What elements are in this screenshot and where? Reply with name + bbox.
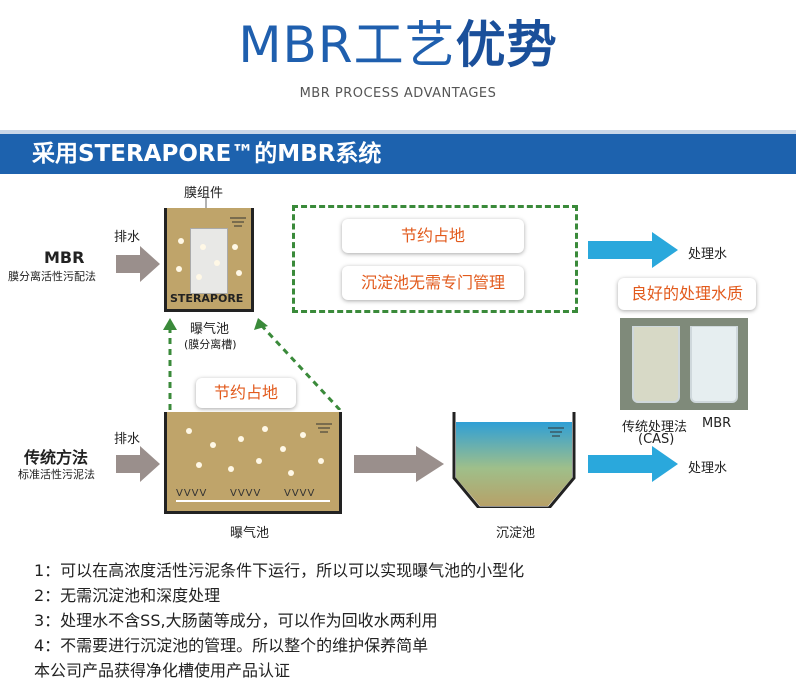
mbr-sublabel: 膜分离活性污配法 (8, 268, 96, 284)
bubble (300, 432, 306, 438)
traditional-label: 传统方法 (24, 444, 88, 468)
mbr-beaker-label: MBR (702, 416, 731, 431)
advantage-item: 1：可以在高浓度活性污泥条件下运行，所以可以实现曝气池的小型化 (34, 558, 524, 583)
traditional-sublabel: 标准活性污泥法 (18, 466, 95, 482)
bubble (200, 244, 206, 250)
bubble (196, 462, 202, 468)
discharge-label-top: 排水 (114, 226, 140, 245)
bubble (262, 426, 268, 432)
aeration-tank-bottom-label: 曝气池 (230, 522, 269, 541)
page-title: MBR工艺优势 (0, 10, 796, 80)
bubble (280, 446, 286, 452)
section-header: 采用STERAPORE™的MBR系统 (0, 134, 796, 174)
save-land-middle-badge: 节约占地 (196, 378, 296, 408)
save-land-badge: 节约占地 (342, 219, 524, 253)
diffusers: VVVV VVVV VVVV (176, 488, 330, 502)
treated-water-arrow-bottom (588, 446, 678, 482)
mbr-beaker (690, 326, 738, 403)
certification-note: 本公司产品获得净化槽使用产品认证 (34, 658, 524, 683)
title-prefix: MBR工艺 (238, 16, 455, 74)
bubble (228, 466, 234, 472)
mbr-water-level-icon (226, 214, 250, 228)
treated-water-arrow-top (588, 232, 678, 268)
mbr-label: MBR (44, 248, 84, 267)
treated-water-label-top: 处理水 (688, 243, 727, 262)
bubble (238, 436, 244, 442)
sterapore-label: STERAPORE (170, 292, 243, 305)
diffuser-marks: VVVV (230, 488, 278, 499)
discharge-arrow-bottom (116, 446, 160, 482)
clarifier-tank (452, 412, 576, 508)
cas-abbr: (CAS) (638, 432, 674, 447)
cas-beaker (632, 326, 680, 403)
discharge-arrow-top (116, 246, 160, 282)
bubble (318, 458, 324, 464)
diffuser-marks: VVVV (176, 488, 224, 499)
good-quality-badge: 良好的处理水质 (618, 278, 756, 310)
advantage-item: 2：无需沉淀池和深度处理 (34, 583, 524, 608)
clarifier-label: 沉淀池 (496, 522, 535, 541)
bubble (186, 428, 192, 434)
advantage-item: 4：不需要进行沉淀池的管理。所以整个的维护保养简单 (34, 633, 524, 658)
bubble (232, 244, 238, 250)
bubble (288, 470, 294, 476)
advantage-item: 3：处理水不含SS,大肠菌等成分，可以作为回收水两利用 (34, 608, 524, 633)
treated-water-label-bottom: 处理水 (688, 457, 727, 476)
beaker-photo (620, 318, 748, 410)
aeration-water-level-icon (312, 422, 336, 436)
bubble (214, 260, 220, 266)
title-emphasis: 优势 (456, 16, 558, 74)
page-subtitle: MBR PROCESS ADVANTAGES (0, 86, 796, 101)
advantages-list: 1：可以在高浓度活性污泥条件下运行，所以可以实现曝气池的小型化 2：无需沉淀池和… (34, 558, 524, 683)
to-clarifier-arrow (354, 446, 444, 482)
no-clarifier-badge: 沉淀池无需专门管理 (342, 266, 524, 300)
bubble (196, 274, 202, 280)
bubble (256, 458, 262, 464)
diffuser-bar (176, 500, 330, 502)
bubble (210, 442, 216, 448)
discharge-label-bottom: 排水 (114, 428, 140, 447)
membrane-module (190, 228, 228, 294)
bubble (178, 238, 184, 244)
bubble (236, 270, 242, 276)
bubble (176, 266, 182, 272)
diffuser-marks: VVVV (284, 488, 332, 499)
